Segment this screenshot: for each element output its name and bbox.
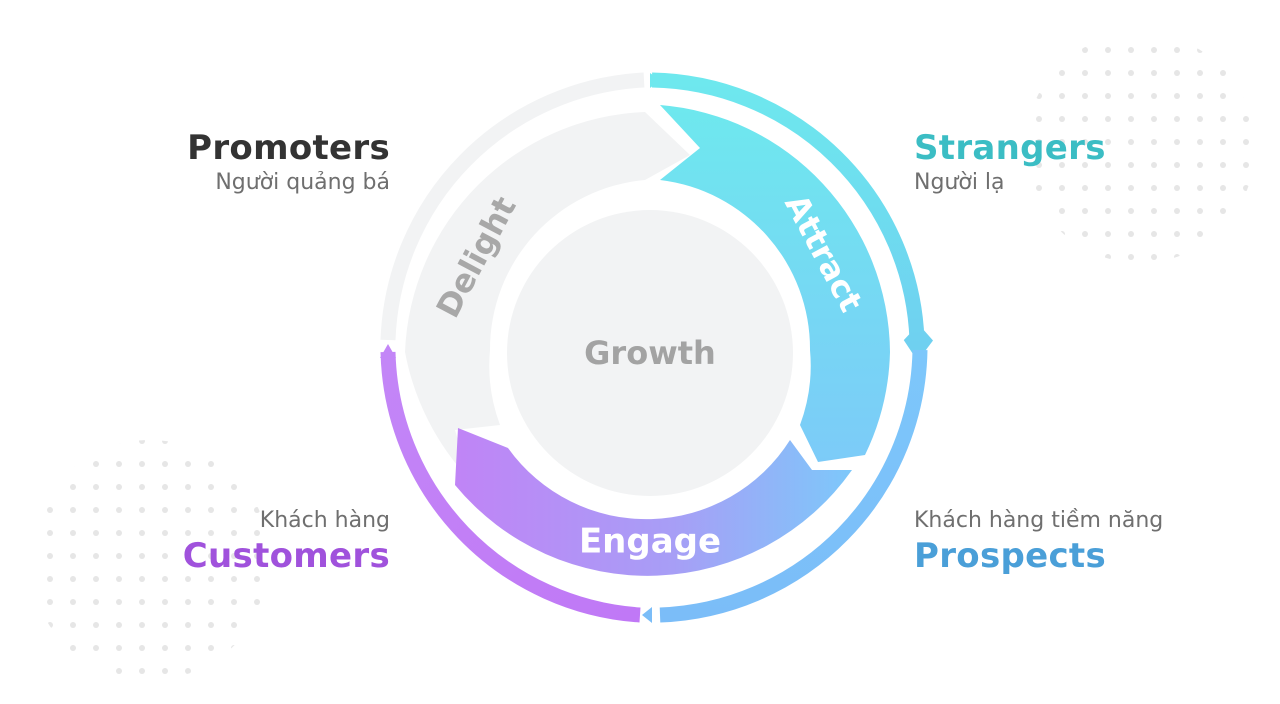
promoters-subtitle: Người quảng bá [215, 170, 390, 195]
attract-segment [660, 105, 890, 462]
strangers-title: Strangers [914, 128, 1106, 168]
customers-block: Khách hàng Customers [30, 506, 390, 576]
prospects-title: Prospects [914, 536, 1107, 576]
engage-segment [455, 428, 852, 576]
dot-field-bottom-left [30, 440, 270, 680]
outer-arrowhead-cyan [650, 73, 660, 88]
customers-subtitle: Khách hàng [259, 508, 390, 533]
outer-arc-blue [659, 349, 928, 623]
strangers-subtitle: Người lạ [914, 170, 1005, 195]
center-circle [507, 210, 793, 496]
strangers-block: Strangers Người lạ [914, 128, 1274, 198]
delight-segment [405, 112, 690, 480]
dot-field-top-right [1025, 33, 1255, 263]
promoters-title: Promoters [187, 128, 390, 168]
prospects-subtitle: Khách hàng tiềm năng [914, 508, 1164, 533]
center-label: Growth [584, 334, 716, 372]
outer-arrowhead-purple [380, 344, 396, 358]
outer-arc-gray [380, 72, 645, 341]
outer-arc-cyan [651, 72, 933, 361]
engage-label: Engage [579, 522, 721, 562]
outer-arc-purple [380, 351, 641, 623]
outer-arrowhead-blue [642, 607, 652, 623]
promoters-block: Promoters Người quảng bá [30, 128, 390, 198]
customers-title: Customers [182, 536, 390, 576]
prospects-block: Khách hàng tiềm năng Prospects [914, 506, 1274, 576]
